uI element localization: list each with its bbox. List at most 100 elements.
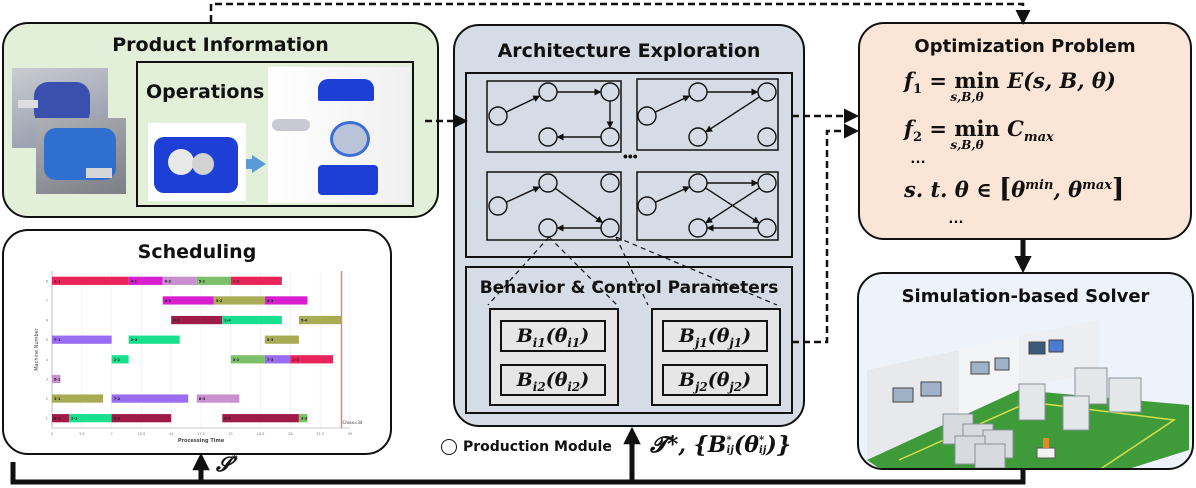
b-subscript: i1	[532, 335, 546, 350]
gantt-bar-label: 5-4	[301, 319, 308, 323]
gantt-bar-label: 7-3	[267, 358, 274, 362]
b-subscript: j1	[694, 335, 708, 350]
gantt-x-tick-label: 7	[110, 432, 112, 436]
behavior-control-title: Behavior & Control Parameters	[479, 278, 779, 298]
gantt-bar	[111, 394, 189, 403]
b-symbol: B	[678, 369, 695, 391]
factory-scene	[867, 320, 1189, 468]
gantt-bar	[222, 315, 282, 325]
disassembly-arrow-icon	[252, 155, 266, 173]
gearbox-shaft-2	[86, 168, 112, 178]
f-subscript: 2	[913, 130, 923, 146]
gantt-bar-label: 7-1	[54, 338, 61, 342]
objective-f2: f2 = min s,B,θ Cmax	[904, 116, 1054, 152]
gantt-bar-label: 1-3	[292, 358, 299, 362]
gantt-x-tick-label: 14	[169, 432, 174, 436]
product-information-panel: Product Information Operations	[2, 22, 439, 218]
production-module-label: Production Module	[463, 439, 612, 455]
b-symbol: B	[516, 325, 533, 347]
gantt-cmax-label: Cmax=34	[342, 420, 362, 425]
workstation-cluster-right	[1018, 367, 1142, 431]
gantt-x-tick-label: 24.5	[257, 432, 265, 436]
legend-production-module: Production Module	[441, 439, 612, 455]
gearbox-render-bearing	[168, 149, 194, 175]
simulation-solver-panel: Simulation-based Solver	[857, 272, 1194, 470]
optimization-problem-panel: Optimization Problem f1 = min s,B,θ E(s,…	[858, 22, 1192, 240]
behavior-param-bi2[interactable]: Bi2(θi2)	[500, 364, 606, 396]
theta-symbol: θ	[554, 325, 568, 347]
gantt-x-tick-label: 10.5	[138, 432, 146, 436]
gantt-x-tick-label: 21	[229, 432, 233, 436]
topology-result-label: 𝓣*, {B*ij(θ*ij)}	[650, 432, 791, 458]
schedule-sup: *	[231, 452, 238, 467]
gantt-bar	[196, 276, 231, 285]
gantt-bar	[298, 315, 342, 325]
gantt-y-tick-label: 1	[46, 417, 48, 421]
theta-subscript: i1	[567, 335, 581, 350]
such-that: s. t.	[904, 177, 948, 202]
architecture-candidates-box	[465, 72, 793, 258]
topology-separator: *, {	[666, 432, 708, 458]
exploded-parts-render	[268, 67, 410, 203]
behavior-param-bj1[interactable]: Bj1(θj1)	[662, 320, 768, 352]
min-subscript: s,B,θ	[950, 90, 984, 104]
gantt-bar	[230, 355, 265, 364]
gantt-bar-label: 8-1	[54, 417, 61, 421]
theta-sup: *	[758, 435, 765, 446]
gantt-y-tick-label: 3	[46, 377, 48, 381]
min-operator: min	[954, 116, 1000, 141]
product-to-optimization-dashed-arrow	[209, 2, 1031, 25]
topology-symbol: 𝓣	[650, 432, 667, 458]
gearbox-render-bearing-2	[192, 153, 214, 175]
gantt-bar-label: 3-1	[54, 397, 61, 401]
gantt-bar	[222, 414, 299, 423]
behavior-control-box: Behavior & Control Parameters Bi1(θi1) B…	[465, 266, 793, 414]
min-subscript: s,B,θ	[950, 138, 984, 152]
gearbox-shaft	[18, 100, 38, 108]
optimization-problem-title: Optimization Problem	[914, 36, 1136, 57]
gantt-bar	[128, 335, 180, 344]
part-bearing	[330, 121, 370, 157]
wall-monitor	[970, 361, 990, 375]
wall-monitor	[1048, 339, 1064, 353]
gantt-bar	[111, 414, 172, 423]
objectives-ellipsis: …	[910, 150, 926, 167]
product-information-title: Product Information	[112, 34, 329, 56]
gantt-bar-label: 2-1	[71, 417, 78, 421]
gantt-bar	[213, 296, 265, 305]
gantt-x-tick-label: 28	[288, 432, 292, 436]
gantt-bar	[171, 315, 223, 325]
theta-symbol: θ	[554, 369, 568, 391]
gantt-bar-label: 8-3	[114, 417, 121, 421]
b-sup: *	[726, 435, 732, 446]
behavior-param-bj2[interactable]: Bj2(θj2)	[662, 364, 768, 396]
min-operator: min	[954, 68, 1000, 93]
agv-robot	[1036, 447, 1056, 459]
f-subscript: 1	[913, 82, 923, 98]
behavior-param-bi1[interactable]: Bi1(θi1)	[500, 320, 606, 352]
wall-monitor	[920, 381, 942, 397]
theta-sub: ij	[758, 445, 767, 456]
part-housing	[318, 165, 378, 195]
assembled-gearbox-render	[148, 123, 246, 201]
wall-monitor	[892, 387, 914, 403]
gantt-bar-label: 6-2	[165, 279, 172, 283]
gantt-bar	[264, 335, 299, 344]
gantt-x-tick-label: 0	[51, 432, 53, 436]
gantt-bar-label: 5-3	[267, 338, 274, 342]
gantt-bar	[196, 394, 240, 403]
theta-lower: θ	[1011, 177, 1026, 202]
theta-symbol: θ	[716, 369, 730, 391]
gantt-bar	[162, 296, 214, 305]
scheduling-title: Scheduling	[137, 241, 257, 263]
gantt-bar-label: 2-3	[131, 338, 138, 342]
architecture-ellipsis: •••	[623, 148, 638, 164]
gantt-x-axis-label: Processing Time	[178, 438, 225, 444]
gantt-y-tick-label: 2	[46, 397, 48, 401]
schedule-result-label: 𝓢*	[216, 452, 238, 476]
gantt-bar	[111, 355, 129, 364]
behavior-group-i: Bi1(θi1) Bi2(θi2)	[489, 308, 619, 406]
gantt-bar	[264, 296, 308, 305]
